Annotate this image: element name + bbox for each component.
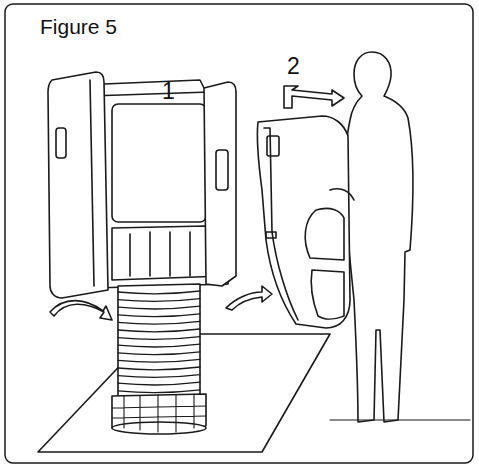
figure-frame: [5, 4, 473, 463]
bellows-rib: [118, 382, 200, 385]
bellows-rib: [118, 314, 200, 317]
bellows-rib: [118, 359, 200, 362]
bellows-rib: [118, 367, 200, 370]
unit-top: [100, 80, 206, 96]
left-door-handle: [56, 128, 66, 158]
bellows-rib: [118, 352, 200, 355]
removal-arrow: [284, 86, 344, 108]
cage-base: [112, 422, 206, 434]
bellows-rib: [118, 329, 200, 332]
swing-arrow-left: [50, 301, 112, 320]
bellows-rib: [118, 344, 200, 347]
right-door-handle: [216, 150, 228, 190]
bellows-rib: [118, 299, 200, 302]
callout-number: 1: [162, 80, 175, 103]
right-door: [204, 82, 236, 286]
panel-clip: [266, 232, 276, 238]
bellows: [118, 284, 200, 398]
figure-title: Figure 5: [40, 16, 117, 37]
bellows-rib: [118, 375, 200, 378]
bellows-rib: [118, 337, 200, 340]
bellows-rib: [118, 291, 200, 294]
panel-window: [305, 208, 344, 260]
left-door-edge: [90, 80, 94, 286]
left-door: [48, 72, 108, 298]
bellows-rib: [118, 321, 200, 324]
panel-handle: [267, 136, 279, 156]
bellows-rib: [118, 390, 200, 393]
unit-ribs: [130, 232, 190, 276]
cage-bars: [112, 394, 206, 432]
floor-line: [330, 419, 470, 420]
panel-recess: [311, 270, 344, 319]
bellows-rib: [118, 306, 200, 309]
side-panel: [257, 116, 350, 328]
callout-number: 2: [287, 55, 300, 78]
unit-inner-panel: [112, 104, 206, 222]
swing-arrow-right: [226, 286, 272, 310]
hand: [330, 189, 354, 200]
